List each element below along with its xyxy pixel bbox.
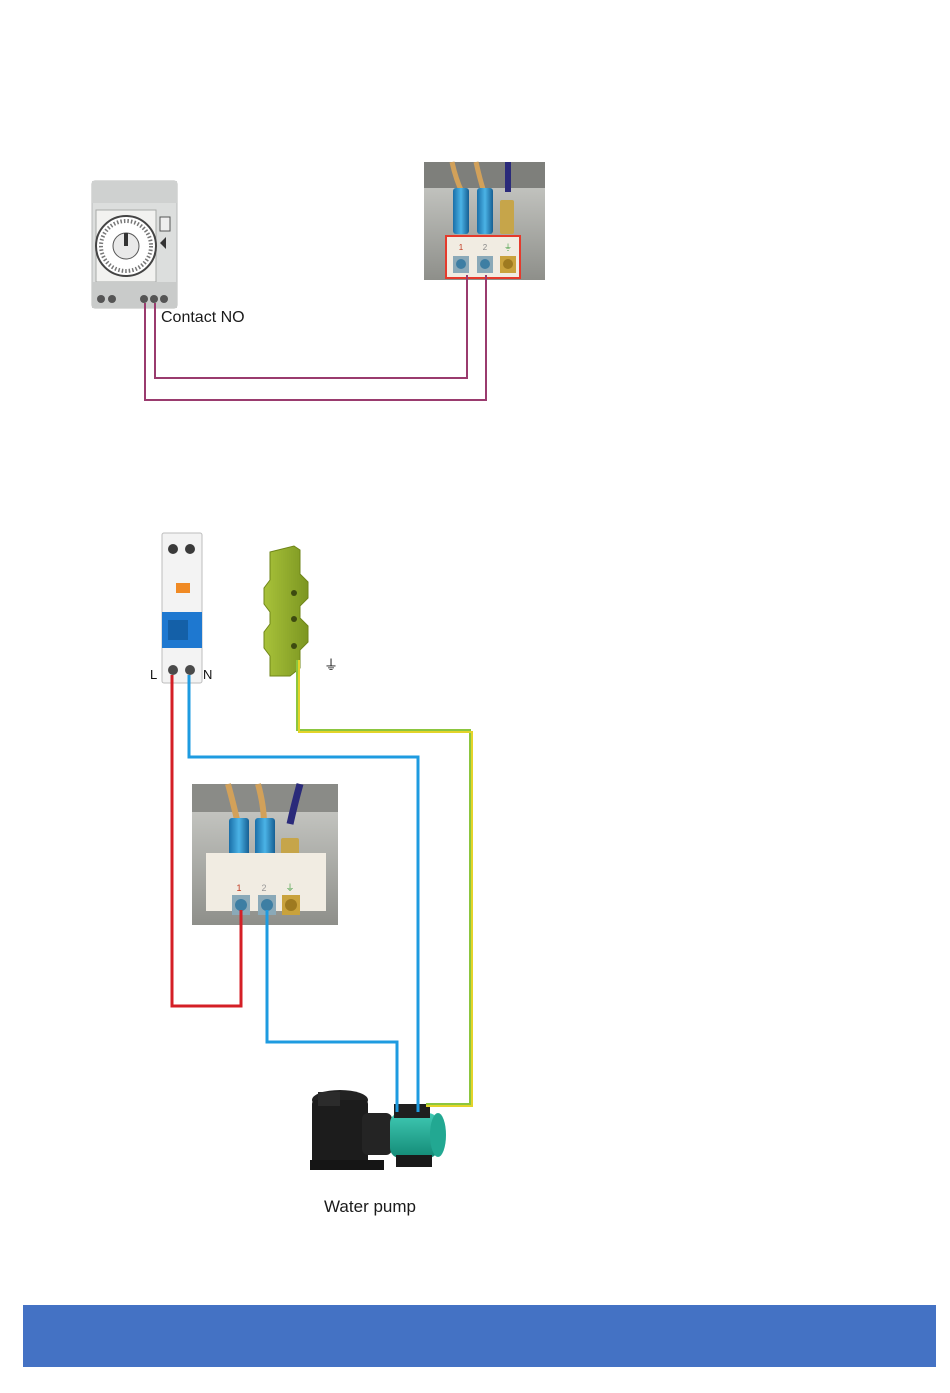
ground-bar-icon [264,546,308,676]
terminal-block-icon [424,162,545,280]
terminal-1-label: 1 [459,243,464,252]
ground-symbol-icon: ⏚ [324,658,338,674]
terminal-2-label: 2 [483,243,488,252]
contact-no-label: Contact NO [161,309,245,327]
terminal-ground-label: ⏚ [504,243,512,252]
terminal-ground-label: ⏚ [285,883,294,894]
terminal-block-icon [192,784,338,925]
water-pump-label: Water pump [324,1197,416,1216]
timer-switch-icon [92,181,177,308]
breaker-n-label: N [203,667,212,682]
terminal-1-label: 1 [236,883,241,893]
wire-terminal-2-to-pump [267,910,397,1112]
terminal-2-label: 2 [261,883,266,893]
wire-timer-to-terminal-2 [145,275,486,400]
circuit-breaker-icon [162,533,202,683]
purple-wires [145,275,486,400]
water-pump-icon [310,1090,446,1170]
breaker-l-label: L [150,667,157,682]
footer-band [23,1305,936,1367]
